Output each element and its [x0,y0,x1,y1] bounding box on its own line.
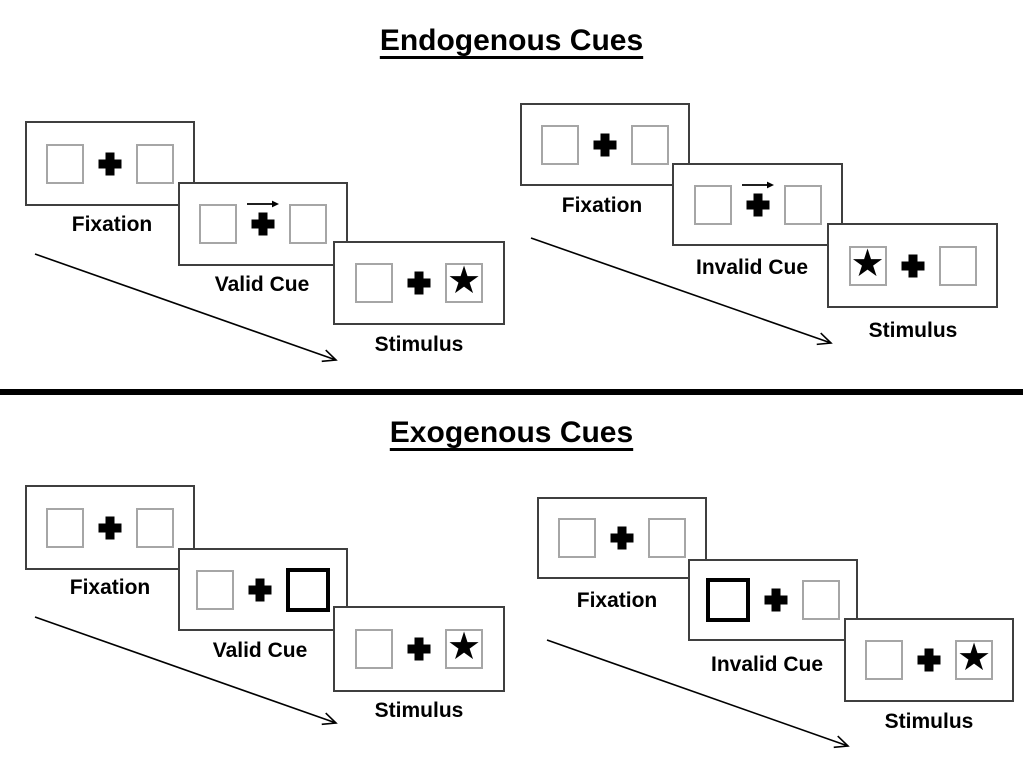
placeholder-box-left [355,263,393,303]
fixation-cross-icon [610,526,634,550]
star-target-box: ★ [445,626,483,669]
placeholder-box-left [199,204,237,244]
endogenous-invalid-stimulus-panel: ★ [827,223,998,308]
fixation-cross-icon [764,588,788,612]
endogenous-section-title: Endogenous Cues [379,24,644,57]
fixation-cross-icon [917,648,941,672]
exogenous-invalid-fixation-panel [537,497,707,579]
timeline-arrow-endogenous-invalid [530,237,833,346]
endogenous-valid-fixation-panel [25,121,195,206]
panel-label: Fixation [71,213,153,236]
endogenous-valid-cue-panel [178,182,348,266]
section-divider [0,389,1023,395]
panel-label: Valid Cue [212,639,308,662]
timeline-arrow-endogenous-valid [34,253,338,363]
panel-label: Invalid Cue [710,653,824,676]
star-stimulus-icon: ★ [446,260,482,302]
star-stimulus-icon: ★ [446,626,482,668]
star-target-box: ★ [848,242,887,286]
endogenous-valid-stimulus-panel: ★ [333,241,505,325]
fixation-cross-icon [901,254,925,278]
exogenous-section-title: Exogenous Cues [389,416,634,449]
panel-label: Invalid Cue [695,256,809,279]
panel-label: Fixation [576,589,658,612]
star-target-box: ★ [955,637,993,680]
cue-highlighted-box [706,578,750,622]
placeholder-box-right [136,507,174,548]
placeholder-box-left [865,640,903,680]
placeholder-box-right [783,184,822,225]
panel-label: Fixation [561,194,643,217]
placeholder-box-right [631,124,669,165]
exogenous-valid-cue-panel [178,548,348,631]
panel-label: Fixation [69,576,151,599]
star-target-box: ★ [445,260,483,303]
exogenous-invalid-cue-panel [688,559,858,641]
panel-label: Stimulus [374,333,464,356]
endogenous-invalid-fixation-panel [520,103,690,186]
placeholder-box-right [648,518,686,558]
panel-label: Stimulus [884,710,974,733]
cue-right-arrow-icon [741,181,774,188]
panel-label: Valid Cue [214,273,310,296]
fixation-cross-icon [247,200,279,236]
cue-highlighted-box [286,567,330,612]
endogenous-invalid-cue-panel [672,163,843,246]
star-stimulus-icon: ★ [956,637,992,679]
placeholder-box-right [289,204,327,244]
panel-label: Stimulus [374,699,464,722]
fixation-cross-icon [741,181,774,217]
cue-right-arrow-icon [247,200,279,208]
placeholder-box-left [693,184,732,225]
fixation-cross-icon [407,271,431,295]
placeholder-box-right [802,580,840,620]
placeholder-box-right [938,245,977,286]
fixation-cross-icon [98,152,122,176]
fixation-cross-icon [593,133,617,157]
placeholder-box-left [46,507,84,548]
timeline-arrow-exogenous-valid [34,616,338,726]
exogenous-valid-fixation-panel [25,485,195,570]
placeholder-box-left [558,518,596,558]
fixation-cross-icon [98,516,122,540]
fixation-cross-icon [248,578,272,602]
placeholder-box-left [46,143,84,184]
placeholder-box-left [541,124,579,165]
panel-label: Stimulus [868,319,958,342]
placeholder-box-right [136,143,174,184]
exogenous-valid-stimulus-panel: ★ [333,606,505,692]
fixation-cross-icon [407,637,431,661]
exogenous-invalid-stimulus-panel: ★ [844,618,1014,702]
placeholder-box-left [355,629,393,669]
placeholder-box-left [196,569,234,610]
star-stimulus-icon: ★ [850,242,885,285]
